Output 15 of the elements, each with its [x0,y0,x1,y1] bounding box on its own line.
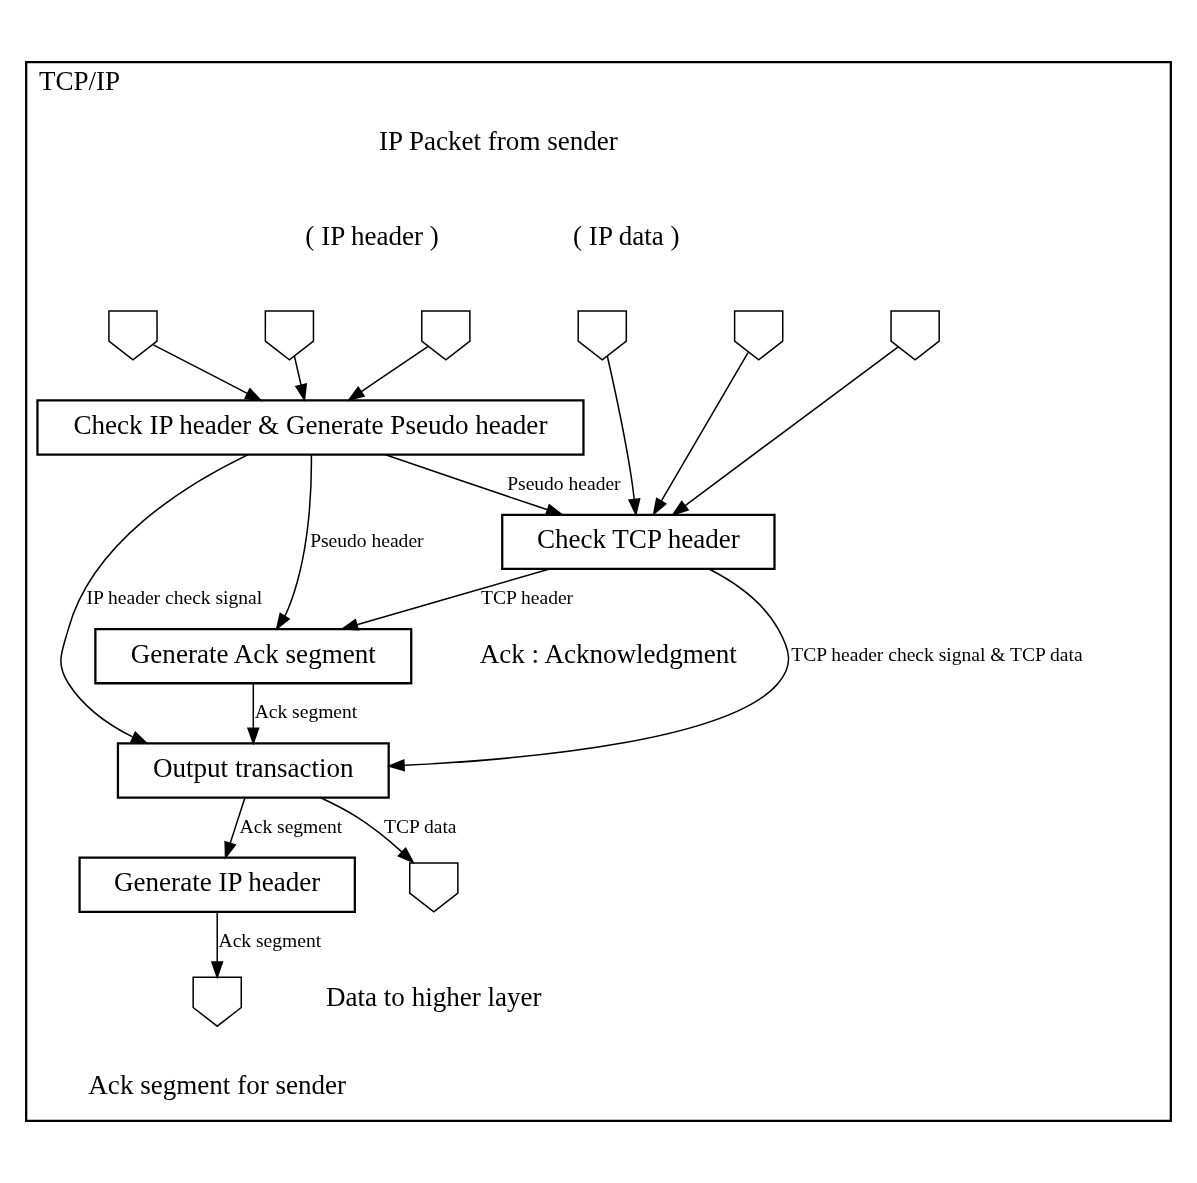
label: ( IP header ) [305,220,439,251]
edge-label: IP header check signal [86,587,263,609]
edge-label: Ack segment [254,701,358,723]
label: Ack : Acknowledgment [479,638,737,669]
edge-label: Ack segment [239,815,343,837]
edge-label: TCP header check signal & TCP data [791,644,1083,666]
edge-label: Ack segment [218,930,322,952]
edge-label: TCP data [383,815,457,837]
edge-label: Pseudo header [310,529,424,551]
label: IP Packet from sender [379,125,618,156]
node-label: Data to higher layer [325,981,542,1012]
edge-label: TCP header [481,587,574,609]
edge-label: Pseudo header [507,472,621,494]
node-label: Ack segment for sender [88,1070,347,1101]
label: ( IP data ) [573,220,680,251]
